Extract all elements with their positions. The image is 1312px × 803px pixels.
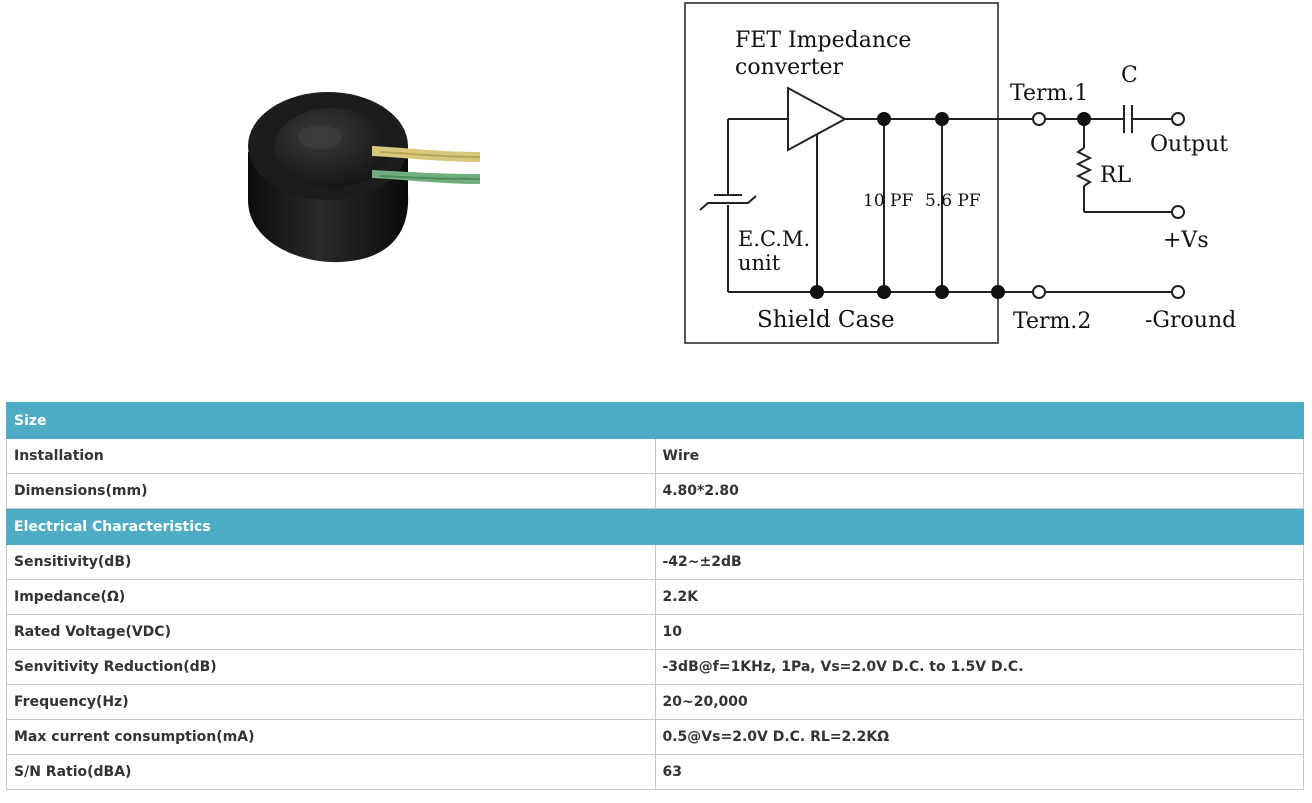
spec-label: S/N Ratio(dBA) [6,754,656,790]
spec-table: Size Installation Wire Dimensions(mm) 4.… [6,402,1304,790]
product-photo [248,92,481,263]
table-row: Senvitivity Reduction(dB) -3dB@f=1KHz, 1… [6,649,1304,685]
spec-label: Senvitivity Reduction(dB) [6,649,656,685]
table-row: Impedance(Ω) 2.2K [6,579,1304,615]
section-title: Size [6,402,1304,439]
circuit-schematic: FET Impedance converter E.C.M. unit [684,2,1236,344]
spec-label: Impedance(Ω) [6,579,656,615]
fet-title: FET Impedance [735,28,911,53]
table-row: S/N Ratio(dBA) 63 [6,754,1304,790]
table-row: Frequency(Hz) 20~20,000 [6,684,1304,720]
spec-value: 63 [654,754,1304,790]
spec-label: Frequency(Hz) [6,684,656,720]
cap-10pf-label: 10 PF [863,191,913,211]
spec-label: Sensitivity(dB) [6,544,656,580]
section-title: Electrical Characteristics [6,508,1304,545]
output-label: Output [1150,132,1228,157]
spec-value: 2.2K [654,579,1304,615]
spec-value: 0.5@Vs=2.0V D.C. RL=2.2KΩ [654,719,1304,755]
shield-case-label: Shield Case [757,307,895,333]
spec-value: 4.80*2.80 [654,473,1304,509]
spec-value: -42~±2dB [654,544,1304,580]
cap-5-6pf-label: 5.6 PF [925,191,981,211]
fet-box [684,2,999,344]
spec-label: Installation [6,438,656,474]
table-row: Sensitivity(dB) -42~±2dB [6,544,1304,580]
section-header-electrical: Electrical Characteristics [6,508,1304,545]
vs-label: +Vs [1163,228,1209,253]
term2-label: Term.2 [1013,309,1091,334]
table-row: Dimensions(mm) 4.80*2.80 [6,473,1304,509]
table-row: Installation Wire [6,438,1304,474]
spec-label: Rated Voltage(VDC) [6,614,656,650]
rl-label: RL [1100,163,1132,188]
table-row: Max current consumption(mA) 0.5@Vs=2.0V … [6,719,1304,755]
spec-label: Dimensions(mm) [6,473,656,509]
term1-label: Term.1 [1010,81,1088,106]
table-row: Rated Voltage(VDC) 10 [6,614,1304,650]
spec-value: 20~20,000 [654,684,1304,720]
spec-value: 10 [654,614,1304,650]
fet-subtitle: converter [735,55,844,80]
ground-label: -Ground [1145,308,1236,333]
section-header-size: Size [6,402,1304,439]
ecm-label: E.C.M. [738,227,810,251]
spec-value: -3dB@f=1KHz, 1Pa, Vs=2.0V D.C. to 1.5V D… [654,649,1304,685]
capacitor-c-label: C [1121,63,1138,88]
ecm-label-unit: unit [738,251,781,275]
spec-label: Max current consumption(mA) [6,719,656,755]
spec-value: Wire [654,438,1304,474]
